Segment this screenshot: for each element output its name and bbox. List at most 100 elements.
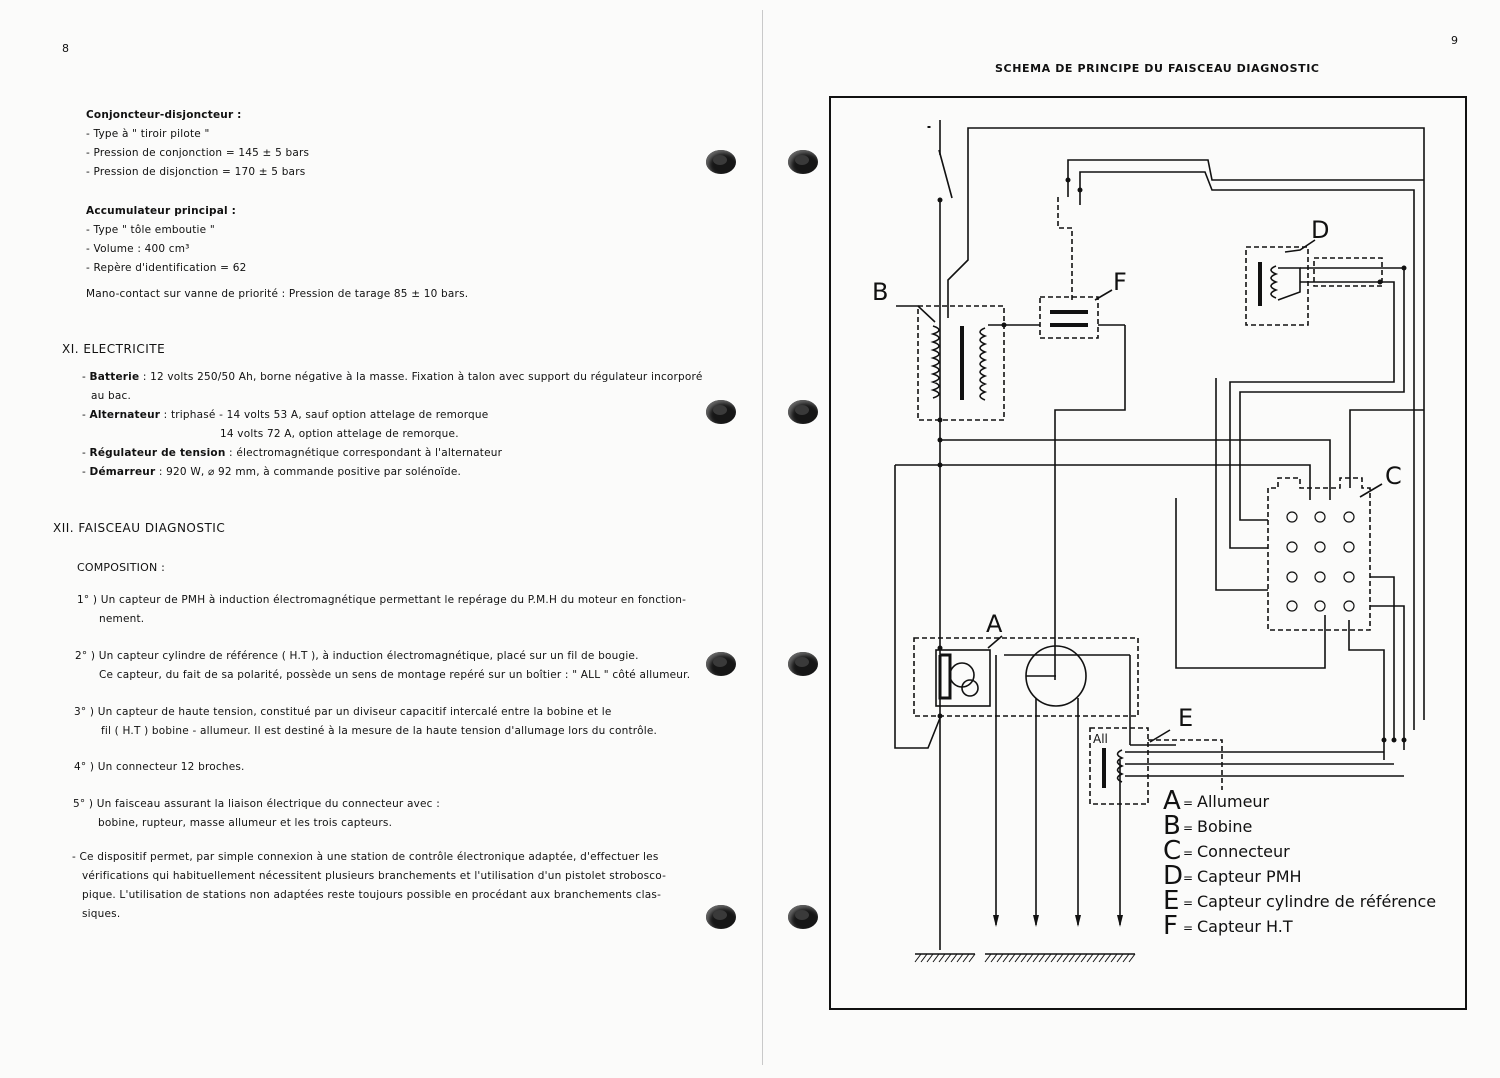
accumulateur-heading: Accumulateur principal : — [86, 205, 237, 217]
item-2-line: Ce capteur, du fait de sa polarité, poss… — [99, 669, 691, 681]
item-2-line: 2° ) Un capteur cylindre de référence ( … — [75, 650, 639, 662]
conjoncteur-heading: Conjoncteur-disjoncteur : — [86, 109, 242, 121]
section-xi-title: XI. ELECTRICITE — [62, 342, 166, 356]
legend-eq: = — [1183, 846, 1194, 860]
diagram-legend: A=Allumeur B=Bobine C=Connecteur D=Capte… — [1163, 786, 1437, 941]
legend-letter: A — [1163, 786, 1181, 816]
capteur-e-box — [1089, 727, 1149, 805]
legend-eq: = — [1183, 871, 1194, 885]
demarreur-label: Démarreur — [89, 466, 156, 478]
allumeur-a-box — [913, 637, 1139, 717]
item-4: 4° ) Un connecteur 12 broches. — [74, 761, 245, 773]
legend-text: Connecteur — [1197, 842, 1290, 861]
legend-item: E=Capteur cylindre de référence — [1163, 886, 1437, 916]
dispositif-line: vérifications qui habituellement nécessi… — [82, 870, 667, 882]
item-3-line: 3° ) Un capteur de haute tension, consti… — [74, 706, 612, 718]
legend-text: Allumeur — [1197, 792, 1270, 811]
accumulateur-block: Accumulateur principal : - Type " tôle e… — [86, 202, 246, 278]
demarreur-text: : 920 W, ⌀ 92 mm, à commande positive pa… — [155, 466, 462, 478]
alternateur-text: : triphasé - 14 volts 53 A, sauf option … — [160, 409, 489, 421]
alternateur-label: Alternateur — [89, 409, 161, 421]
binder-hole — [706, 400, 736, 424]
legend-item: F =Capteur H.T — [1163, 911, 1436, 941]
label-b: B — [872, 278, 888, 306]
regulateur-label: Régulateur de tension — [89, 447, 226, 459]
dispositif-line: siques. — [82, 908, 121, 920]
legend-text: Capteur H.T — [1197, 917, 1293, 936]
conjoncteur-block: Conjoncteur-disjoncteur : - Type à " tir… — [86, 106, 309, 182]
legend-letter: C — [1163, 836, 1182, 866]
legend-eq: = — [1183, 821, 1194, 835]
legend-text: Capteur PMH — [1197, 867, 1302, 886]
legend-item: A=Allumeur — [1163, 786, 1436, 816]
regulateur-text: : électromagnétique correspondant à l'al… — [225, 447, 503, 459]
legend-letter: F — [1163, 911, 1178, 941]
page-number-left: 8 — [62, 42, 69, 55]
junction-dots — [937, 177, 1407, 743]
label-c: C — [1385, 462, 1402, 490]
batterie-label: Batterie — [89, 371, 140, 383]
binder-hole — [788, 652, 818, 676]
legend-text: Bobine — [1197, 817, 1253, 836]
legend-item: D=Capteur PMH — [1163, 861, 1436, 891]
connecteur-pins — [1286, 511, 1355, 612]
connecteur-c-outline — [1267, 477, 1371, 631]
item-5: 5° ) Un faisceau assurant la liaison éle… — [73, 795, 440, 833]
binder-hole — [788, 150, 818, 174]
label-all: All — [1093, 732, 1108, 746]
legend-eq: = — [1183, 796, 1194, 810]
binder-hole — [706, 150, 736, 174]
legend-item: C=Connecteur — [1163, 836, 1436, 866]
ground-symbol — [914, 953, 976, 963]
capteur-f-box — [1039, 296, 1099, 339]
coil-b-primary — [930, 325, 940, 399]
legend-eq: = — [1183, 896, 1194, 910]
item-3-line: fil ( H.T ) bobine - allumeur. Il est de… — [101, 725, 658, 737]
legend-item: B=Bobine — [1163, 811, 1436, 841]
item-1-line: nement. — [99, 613, 145, 625]
item-1: 1° ) Un capteur de PMH à induction élect… — [77, 591, 686, 629]
ground-symbol — [984, 953, 1136, 963]
batterie-text: : 12 volts 250/50 Ah, borne négative à l… — [139, 371, 703, 383]
item-5-line: 5° ) Un faisceau assurant la liaison éle… — [73, 798, 440, 810]
schema-title: SCHEMA DE PRINCIPE DU FAISCEAU DIAGNOSTI… — [995, 62, 1320, 75]
binder-hole — [788, 400, 818, 424]
item-3: 3° ) Un capteur de haute tension, consti… — [74, 703, 657, 741]
accumulateur-line: - Repère d'identification = 62 — [86, 262, 247, 274]
conjoncteur-line: - Type à " tiroir pilote " — [86, 128, 210, 140]
label-d: D — [1311, 216, 1329, 244]
dispositif-line: - Ce dispositif permet, par simple conne… — [72, 851, 659, 863]
item-1-line: 1° ) Un capteur de PMH à induction élect… — [77, 594, 687, 606]
dispositif-line: pique. L'utilisation de stations non ada… — [82, 889, 662, 901]
item-5-line: bobine, rupteur, masse allumeur et les t… — [98, 817, 393, 829]
accumulateur-line: - Type " tôle emboutie " — [86, 224, 215, 236]
coil-b-secondary — [979, 327, 988, 401]
switch-contact — [938, 149, 953, 199]
batterie-cont: au bac. — [91, 390, 132, 402]
section-xii-title: XII. FAISCEAU DIAGNOSTIC — [53, 521, 226, 535]
legend-eq: = — [1183, 921, 1194, 935]
page-number-right: 9 — [1451, 34, 1458, 47]
label-a: A — [986, 610, 1003, 638]
binder-hole — [706, 652, 736, 676]
item-2: 2° ) Un capteur cylindre de référence ( … — [75, 647, 690, 685]
label-f: F — [1113, 268, 1127, 296]
legend-letter: E — [1163, 886, 1180, 916]
legend-letter: D — [1163, 861, 1184, 891]
conjoncteur-line: - Pression de conjonction = 145 ± 5 bars — [86, 147, 310, 159]
conjoncteur-line: - Pression de disjonction = 170 ± 5 bars — [86, 166, 306, 178]
label-e: E — [1178, 704, 1193, 732]
alternateur-cont: 14 volts 72 A, option attelage de remorq… — [220, 428, 459, 440]
dispositif-paragraph: - Ce dispositif permet, par simple conne… — [72, 848, 666, 924]
accumulateur-line: - Volume : 400 cm³ — [86, 243, 190, 255]
legend-letter: B — [1163, 811, 1181, 841]
output-terminals — [993, 915, 1123, 927]
composition-heading: COMPOSITION : — [77, 561, 166, 574]
mano-contact: Mano-contact sur vanne de priorité : Pre… — [86, 288, 469, 300]
binder-hole — [706, 905, 736, 929]
binder-hole — [788, 905, 818, 929]
page-gutter — [762, 10, 763, 1065]
diagram-frame — [829, 96, 1467, 1010]
legend-text: Capteur cylindre de référence — [1197, 892, 1437, 911]
